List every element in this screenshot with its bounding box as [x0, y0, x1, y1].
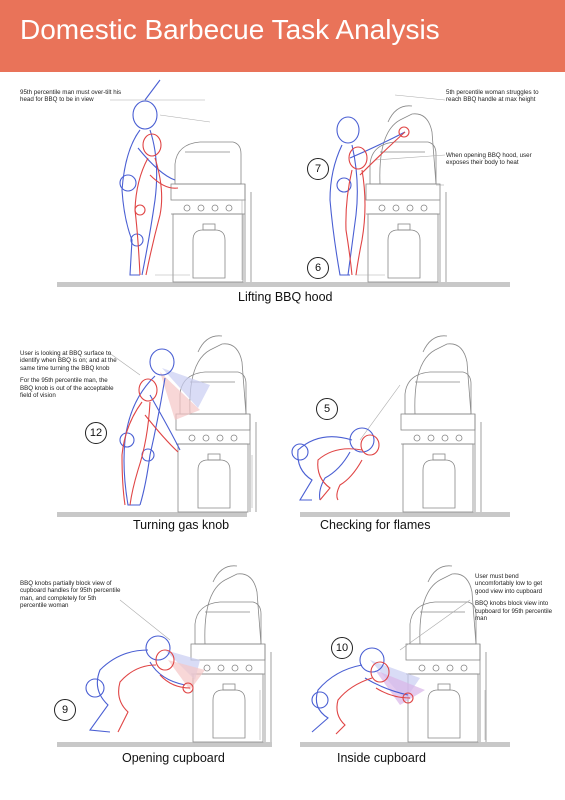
annotation-note: 95th percentile man must over-tilt his h… [20, 89, 132, 109]
floor-line [57, 742, 272, 747]
annotation-note: When opening BBQ hood, user exposes thei… [446, 152, 546, 172]
annotation-text: User must bend uncomfortably low to get … [475, 573, 543, 595]
annotation-text: 5th percentile woman struggles to reach … [446, 89, 539, 104]
annotation-text: When opening BBQ hood, user exposes thei… [446, 152, 532, 167]
step-number: 12 [85, 422, 107, 444]
step-number: 5 [316, 398, 338, 420]
panel-inside-cupboard [300, 565, 510, 747]
floor-line [300, 512, 510, 517]
annotation-text: User is looking at BBQ surface to identi… [20, 350, 117, 372]
figure-5th-percentile-woman [134, 133, 179, 276]
panel-checking-for-flames [291, 335, 510, 517]
panel-lifting-bbq-hood [57, 79, 510, 287]
figure-95th-percentile-man [119, 79, 176, 276]
annotation-text: 95th percentile man must over-tilt his h… [20, 89, 122, 104]
panel-opening-cupboard [57, 565, 272, 747]
step-number: 10 [331, 637, 353, 659]
caption-turning-gas-knob: Turning gas knob [133, 518, 230, 532]
annotation-note: User must bend uncomfortably low to get … [475, 573, 555, 627]
step-number: 7 [307, 158, 329, 180]
caption-inside-cupboard: Inside cupboard [337, 751, 426, 765]
header-banner: Domestic Barbecue Task Analysis [0, 0, 565, 72]
panel-turning-gas-knob [57, 335, 257, 517]
step-number: 6 [307, 257, 329, 279]
annotation-note: 5th percentile woman struggles to reach … [446, 89, 546, 109]
caption-lifting-bbq-hood: Lifting BBQ hood [238, 290, 333, 304]
step-number: 9 [54, 699, 76, 721]
caption-opening-cupboard: Opening cupboard [122, 751, 225, 765]
annotation-text: BBQ knobs block view into cupboard for 9… [475, 600, 553, 623]
annotation-text: BBQ knobs partially block view of cupboa… [20, 580, 121, 610]
annotation-note: BBQ knobs partially block view of cupboa… [20, 580, 122, 615]
annotation-note: User is looking at BBQ surface to identi… [20, 350, 122, 404]
floor-line [57, 282, 510, 287]
page-title: Domestic Barbecue Task Analysis [20, 14, 440, 45]
caption-checking-for-flames: Checking for flames [320, 518, 431, 532]
floor-line [300, 742, 510, 747]
annotation-text: For the 95th percentile man, the BBQ kno… [20, 377, 114, 400]
floor-line [57, 512, 247, 517]
